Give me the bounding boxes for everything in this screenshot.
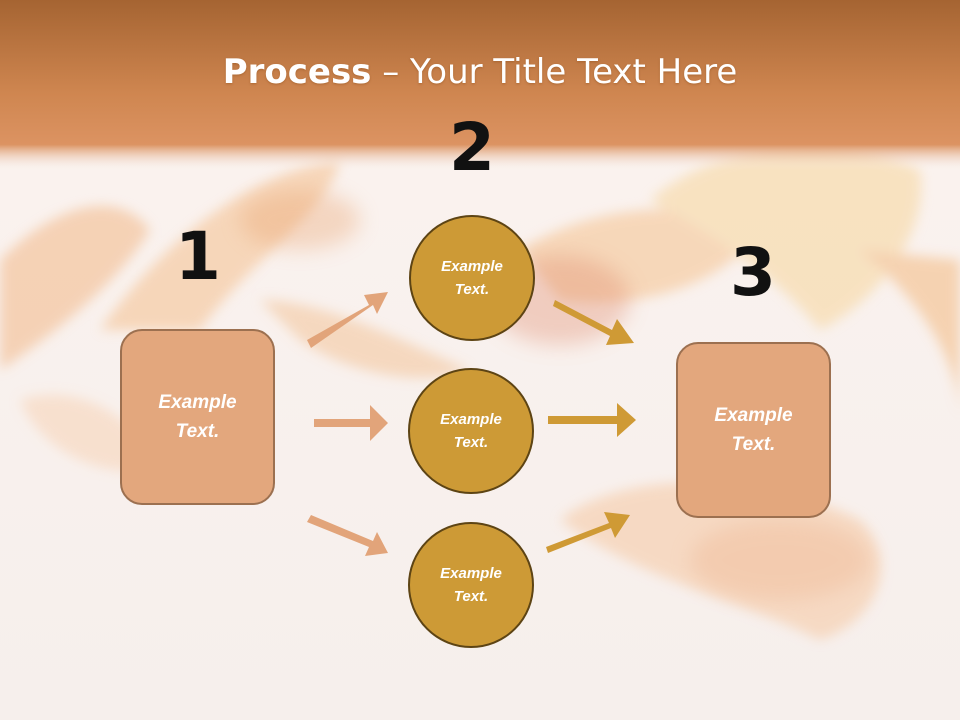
step-3-box-text: Example Text. xyxy=(714,405,793,455)
circle-top-text: Example Text. xyxy=(441,258,503,298)
page-title: Process – Your Title Text Here xyxy=(0,52,960,92)
step-1-box-text: Example Text. xyxy=(158,392,237,442)
arrow-from-top-circle xyxy=(553,300,634,345)
arrow-to-middle-circle xyxy=(314,405,388,441)
circle-middle-text: Example Text. xyxy=(440,411,502,451)
step-1-box: Example Text. xyxy=(120,329,275,505)
step-number-3: 3 xyxy=(730,234,776,311)
step-2-circle-bottom: Example Text. xyxy=(408,522,534,648)
step-number-2: 2 xyxy=(449,109,495,186)
arrow-to-top-circle xyxy=(307,292,388,348)
title-bold: Process xyxy=(222,52,372,92)
title-rest: – Your Title Text Here xyxy=(371,52,738,92)
arrow-from-bottom-circle xyxy=(546,512,630,553)
arrow-from-middle-circle xyxy=(548,403,636,437)
step-3-box: Example Text. xyxy=(676,342,831,518)
step-2-circle-top: Example Text. xyxy=(409,215,535,341)
circle-bottom-text: Example Text. xyxy=(440,565,502,605)
step-number-1: 1 xyxy=(175,218,221,295)
arrow-to-bottom-circle xyxy=(307,515,388,556)
step-2-circle-middle: Example Text. xyxy=(408,368,534,494)
